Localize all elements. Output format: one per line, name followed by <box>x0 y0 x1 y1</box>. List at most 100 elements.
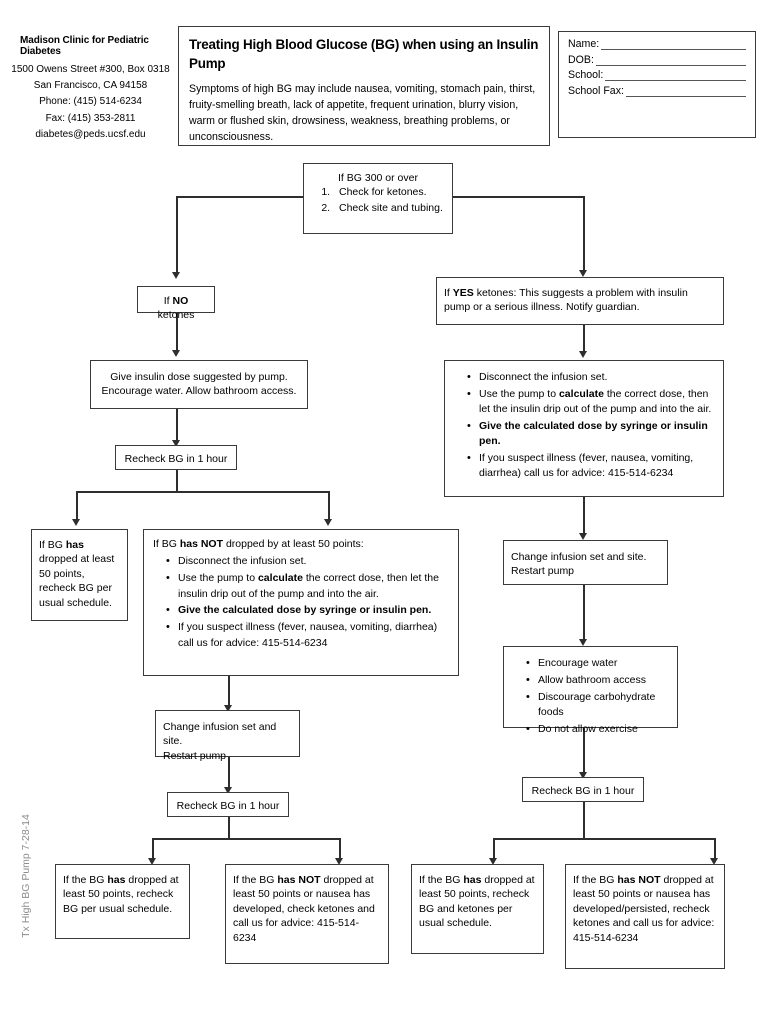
field-input-school-fax[interactable] <box>625 86 746 97</box>
change-set-left-line-1: Change infusion set and site. <box>163 721 277 748</box>
outcome-3-prefix: If the BG <box>419 874 464 886</box>
arrow-to-recheck-left-1 <box>172 440 180 447</box>
give-insulin-line-1: Give insulin dose suggested by pump. <box>110 371 288 383</box>
connector-start-right-h <box>452 196 584 198</box>
bullet-disconnect-right: Disconnect the infusion set. <box>467 369 714 385</box>
clinic-fax: Fax: (415) 353-2811 <box>45 112 136 124</box>
form-field-dob[interactable]: DOB: <box>568 55 746 66</box>
field-label-dob: DOB: <box>568 53 594 66</box>
outcome-4-suffix: dropped at least 50 points or nausea has… <box>573 874 715 944</box>
not-dropped-left-suffix: dropped by at least 50 points: <box>223 538 364 550</box>
symptoms-text: Symptoms of high BG may include nausea, … <box>189 83 536 143</box>
outcome-2-emphasis: has NOT <box>277 874 321 886</box>
outcome-2-prefix: If the BG <box>233 874 278 886</box>
arrow-to-give-insulin <box>172 350 180 357</box>
connector-treatment-to-change <box>583 497 585 535</box>
connector-yes-to-treatment <box>583 325 585 353</box>
dropped-left-suffix: dropped at least 50 points, recheck BG p… <box>39 553 115 609</box>
change-set-left-line-2: Restart pump <box>163 749 227 762</box>
node-change-set-right: Change infusion set and site. Restart pu… <box>503 540 668 585</box>
connector-start-right-v <box>583 196 585 272</box>
arrow-to-outcome-3 <box>489 858 497 865</box>
arrow-to-dropped-left <box>72 519 80 526</box>
bullet-calculate-right-em: calculate <box>558 387 604 400</box>
connector-recheck1-split-h <box>76 491 329 493</box>
field-label-name: Name: <box>568 38 600 51</box>
arrow-to-yes-ketones <box>579 270 587 277</box>
address-line-2: San Francisco, CA 94158 <box>33 80 148 92</box>
not-dropped-left-heading: If BG has NOT dropped by at least 50 poi… <box>153 537 449 551</box>
connector-change-to-recheck2 <box>228 757 230 789</box>
form-field-school-fax[interactable]: School Fax: <box>568 86 746 97</box>
bullet-suspect-illness-right: If you suspect illness (fever, nausea, v… <box>467 450 714 482</box>
node-treatment-right: Disconnect the infusion set. Use the pum… <box>444 360 724 497</box>
change-set-right-line-2: Restart pump <box>511 565 575 578</box>
bullet-disconnect: Disconnect the infusion set. <box>166 553 449 569</box>
start-heading: If BG 300 or over <box>338 172 418 184</box>
bullet-give-dose: Give the calculated dose by syringe or i… <box>166 602 449 618</box>
field-input-name[interactable] <box>601 39 746 50</box>
node-dropped-left: If BG has dropped at least 50 points, re… <box>31 529 128 621</box>
outcome-1-prefix: If the BG <box>63 874 108 886</box>
arrow-to-recheck-left-2 <box>224 787 232 794</box>
connector-recheck-right-down <box>583 802 585 824</box>
form-field-name[interactable]: Name: <box>568 39 746 50</box>
dropped-left-emphasis: has <box>65 539 84 551</box>
bullet-give-dose-text: Give the calculated dose by syringe or i… <box>178 604 432 617</box>
connector-insulin-to-recheck <box>176 409 178 442</box>
clinic-phone: Phone: (415) 514-6234 <box>39 96 142 108</box>
connector-outcome4-v <box>714 838 716 860</box>
outcome-2-suffix: dropped at least 50 points or nausea has… <box>233 874 375 944</box>
clinic-name: Madison Clinic for Pediatric Diabetes <box>20 35 149 57</box>
connector-start-left-h <box>176 196 304 198</box>
connector-start-left-v <box>176 196 178 274</box>
arrow-to-not-dropped-left <box>324 519 332 526</box>
bullet-calculate-right-pre: Use the pump to <box>479 387 559 400</box>
arrow-to-recheck-right <box>579 772 587 779</box>
field-label-school-fax: School Fax: <box>568 84 624 97</box>
node-recheck-right: Recheck BG in 1 hour <box>522 777 644 802</box>
yes-ketones-emphasis: YES <box>452 287 474 299</box>
bullet-suspect-illness: If you suspect illness (fever, nausea, v… <box>166 619 449 651</box>
outcome-1-emphasis: has <box>107 874 126 886</box>
node-start: If BG 300 or over Check for ketones. Che… <box>303 163 453 234</box>
connector-outcome3-v <box>493 838 495 860</box>
care-bullet-1: Encourage water <box>526 655 668 671</box>
outcome-4-prefix: If the BG <box>573 874 618 886</box>
field-input-school[interactable] <box>605 70 746 81</box>
outcome-1-suffix: dropped at least 50 points, recheck BG p… <box>63 874 179 915</box>
connector-outcome1-v <box>152 838 154 860</box>
dropped-left-prefix: If BG <box>39 539 66 551</box>
node-yes-ketones: If YES ketones: This suggests a problem … <box>436 277 724 325</box>
field-input-dob[interactable] <box>595 55 746 66</box>
bullet-calculate-right-post: the correct dose, then let the insulin d… <box>479 387 712 416</box>
node-outcome-4: If the BG has NOT dropped at least 50 po… <box>565 864 725 969</box>
bullet-calculate: Use the pump to calculate the correct do… <box>166 570 449 602</box>
treatment-bullets-left: Disconnect the infusion set. Use the pum… <box>153 553 449 651</box>
not-dropped-left-prefix: If BG <box>153 538 180 550</box>
node-recheck-left-2: Recheck BG in 1 hour <box>167 792 289 817</box>
outcome-4-emphasis: has NOT <box>617 874 661 886</box>
no-ketones-suffix: ketones <box>157 309 195 322</box>
form-field-school[interactable]: School: <box>568 70 746 81</box>
address-line-1: 1500 Owens Street #300, Box 0318 <box>11 64 170 75</box>
node-recheck-left-1: Recheck BG in 1 hour <box>115 445 237 470</box>
node-no-ketones: If NO ketones <box>137 286 215 321</box>
connector-recheck1-left-v <box>76 491 78 521</box>
treatment-bullets-right: Disconnect the infusion set. Use the pum… <box>454 369 714 482</box>
connector-recheck2-split-h <box>152 838 340 840</box>
node-care-bullets: Encourage water Allow bathroom access Di… <box>503 646 678 737</box>
patient-info-form: Name: DOB: School: School Fax: <box>558 31 756 138</box>
outcome-3-emphasis: has <box>463 874 482 886</box>
change-set-right-line-1: Change infusion set and site. <box>511 551 647 563</box>
arrow-to-change-set-left <box>224 705 232 712</box>
arrow-to-outcome-4 <box>710 858 718 865</box>
node-not-dropped-left: If BG has NOT dropped by at least 50 poi… <box>143 529 459 676</box>
connector-notdropped-to-change <box>228 676 230 707</box>
document-title-box: Treating High Blood Glucose (BG) when us… <box>178 26 550 146</box>
bullet-give-dose-right-text: Give the calculated dose by syringe or i… <box>479 419 708 448</box>
node-outcome-1: If the BG has dropped at least 50 points… <box>55 864 190 939</box>
connector-change-to-care <box>583 585 585 641</box>
no-ketones-prefix: If <box>163 295 173 307</box>
arrow-to-outcome-1 <box>148 858 156 865</box>
